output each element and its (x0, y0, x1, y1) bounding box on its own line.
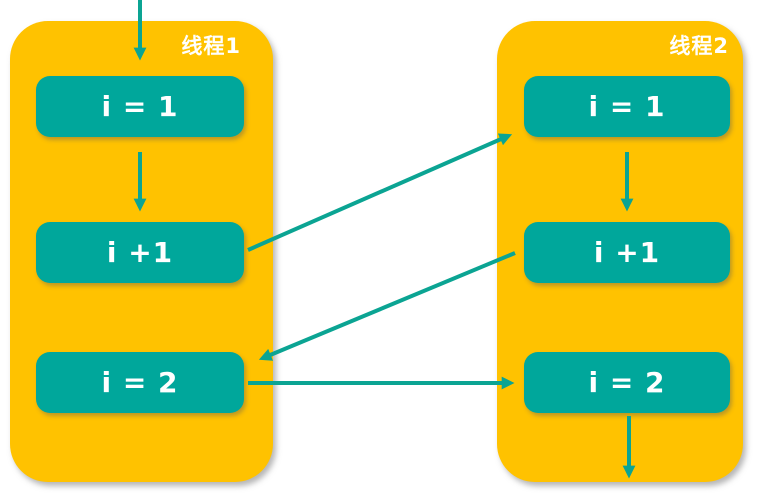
thread2-step-label-2: i +1 (593, 236, 661, 269)
thread2-step-box-1: i = 1 (524, 76, 730, 137)
thread2-step-box-3: i = 2 (524, 352, 730, 413)
thread2-step-label-1: i = 1 (588, 90, 666, 123)
thread1-step-box-3: i = 2 (36, 352, 244, 413)
thread1-step-label-1: i = 1 (101, 90, 179, 123)
thread1-step-box-1: i = 1 (36, 76, 244, 137)
thread2-step-box-2: i +1 (524, 222, 730, 283)
thread1-title: 线程1 (181, 34, 241, 58)
thread1-step-label-2: i +1 (106, 236, 174, 269)
flow-arrow-thread2-iplus1-to-thread1-i2 (258, 251, 516, 361)
flow-arrow-thread1-iplus1-to-thread2-i1 (247, 133, 513, 252)
thread1-step-box-2: i +1 (36, 222, 244, 283)
thread1-panel: 线程1 i = 1 i +1 i = 2 (10, 21, 273, 482)
thread1-step-label-3: i = 2 (101, 366, 179, 399)
thread2-title: 线程2 (669, 34, 729, 58)
thread2-panel: 线程2 i = 1 i +1 i = 2 (497, 21, 743, 482)
thread2-step-label-3: i = 2 (588, 366, 666, 399)
